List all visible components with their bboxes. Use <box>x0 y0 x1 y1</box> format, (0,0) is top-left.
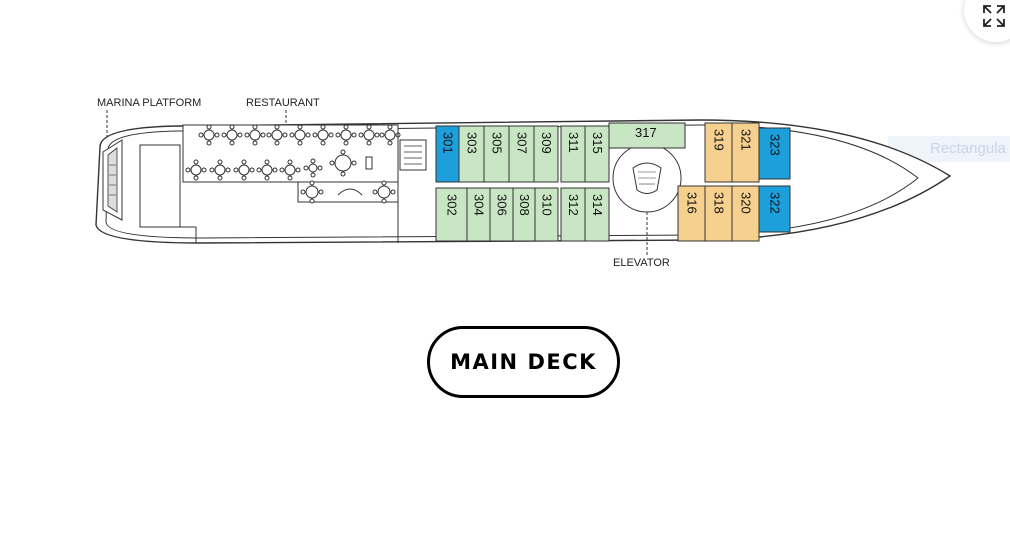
table-icon <box>261 164 273 176</box>
cabin-number: 314 <box>590 194 605 216</box>
cabin-321[interactable]: 321 <box>731 122 760 183</box>
cabin-303[interactable]: 303 <box>458 125 485 183</box>
cabin-number: 317 <box>635 125 657 140</box>
cabin-305[interactable]: 305 <box>483 125 510 183</box>
cabin-number: 306 <box>495 194 510 216</box>
cabin-323[interactable]: 323 <box>758 127 791 180</box>
cabin-number: 304 <box>472 194 487 216</box>
table-icon <box>308 163 318 173</box>
table-icon <box>203 129 215 141</box>
cabin-number: 307 <box>515 132 530 154</box>
cabin-number: 303 <box>465 132 480 154</box>
table-icon <box>226 129 238 141</box>
expand-icon <box>983 5 1005 27</box>
cabin-316[interactable]: 316 <box>677 185 706 242</box>
cabin-number: 311 <box>566 132 581 153</box>
cabin-number: 322 <box>768 192 783 214</box>
table-icon <box>363 129 375 141</box>
table-icon <box>249 129 261 141</box>
table-icon <box>340 129 352 141</box>
cabin-number: 312 <box>566 194 581 216</box>
table-icon <box>317 129 329 141</box>
cabin-304[interactable]: 304 <box>466 187 491 242</box>
cabin-315[interactable]: 315 <box>584 125 610 183</box>
cabin-322[interactable]: 322 <box>758 185 791 233</box>
cabin-312[interactable]: 312 <box>560 187 586 242</box>
restaurant-area <box>182 124 401 204</box>
cabin-301[interactable]: 301 <box>435 125 460 183</box>
marina-platform-label: MARINA PLATFORM <box>97 97 201 109</box>
cabin-number: 301 <box>441 132 456 154</box>
restaurant-label: RESTAURANT <box>246 97 320 109</box>
elevator-label: ELEVATOR <box>613 257 670 269</box>
cabin-320[interactable]: 320 <box>731 185 760 242</box>
cabin-309[interactable]: 309 <box>533 125 559 183</box>
cabin-number: 310 <box>540 194 555 216</box>
cabin-314[interactable]: 314 <box>584 187 610 242</box>
table-icon <box>214 164 226 176</box>
cabin-310[interactable]: 310 <box>534 187 559 242</box>
cabin-306[interactable]: 306 <box>489 187 514 242</box>
cabin-layer: 301 303 305 307 309 311 315 317 319 321 323 302 304 3… <box>435 122 791 242</box>
cabin-number: 309 <box>539 132 554 154</box>
table-icon <box>305 185 319 199</box>
cabin-317[interactable]: 317 <box>608 122 686 149</box>
cabin-number: 323 <box>768 134 783 156</box>
cabin-319[interactable]: 319 <box>704 122 733 183</box>
cabin-number: 305 <box>490 132 505 154</box>
table-icon <box>190 164 202 176</box>
cabin-318[interactable]: 318 <box>704 185 733 242</box>
cabin-302[interactable]: 302 <box>435 187 468 242</box>
cabin-307[interactable]: 307 <box>508 125 535 183</box>
elevator-lobby <box>612 143 682 256</box>
cabin-number: 308 <box>517 194 532 216</box>
cabin-number: 319 <box>712 129 727 151</box>
cabin-number: 316 <box>685 192 700 214</box>
deck-plan: MARINA PLATFORM RESTAURANT <box>95 97 952 269</box>
cabin-number: 320 <box>739 192 754 214</box>
table-icon <box>238 164 250 176</box>
deck-title: MAIN DECK <box>450 350 597 374</box>
cabin-number: 315 <box>590 132 605 154</box>
cabin-number: 321 <box>739 129 754 151</box>
table-icon <box>271 129 283 141</box>
marina-platform <box>102 139 197 243</box>
table-icon <box>294 129 306 141</box>
table-icon <box>334 154 352 172</box>
cabin-number: 302 <box>445 194 460 216</box>
cabin-308[interactable]: 308 <box>512 187 536 242</box>
table-icon <box>377 185 391 199</box>
table-icon <box>284 164 296 176</box>
deck-title-badge: MAIN DECK <box>427 326 620 398</box>
cabin-number: 318 <box>712 192 727 214</box>
table-icon <box>384 129 396 141</box>
stairway <box>397 125 427 243</box>
cabin-311[interactable]: 311 <box>560 125 586 183</box>
